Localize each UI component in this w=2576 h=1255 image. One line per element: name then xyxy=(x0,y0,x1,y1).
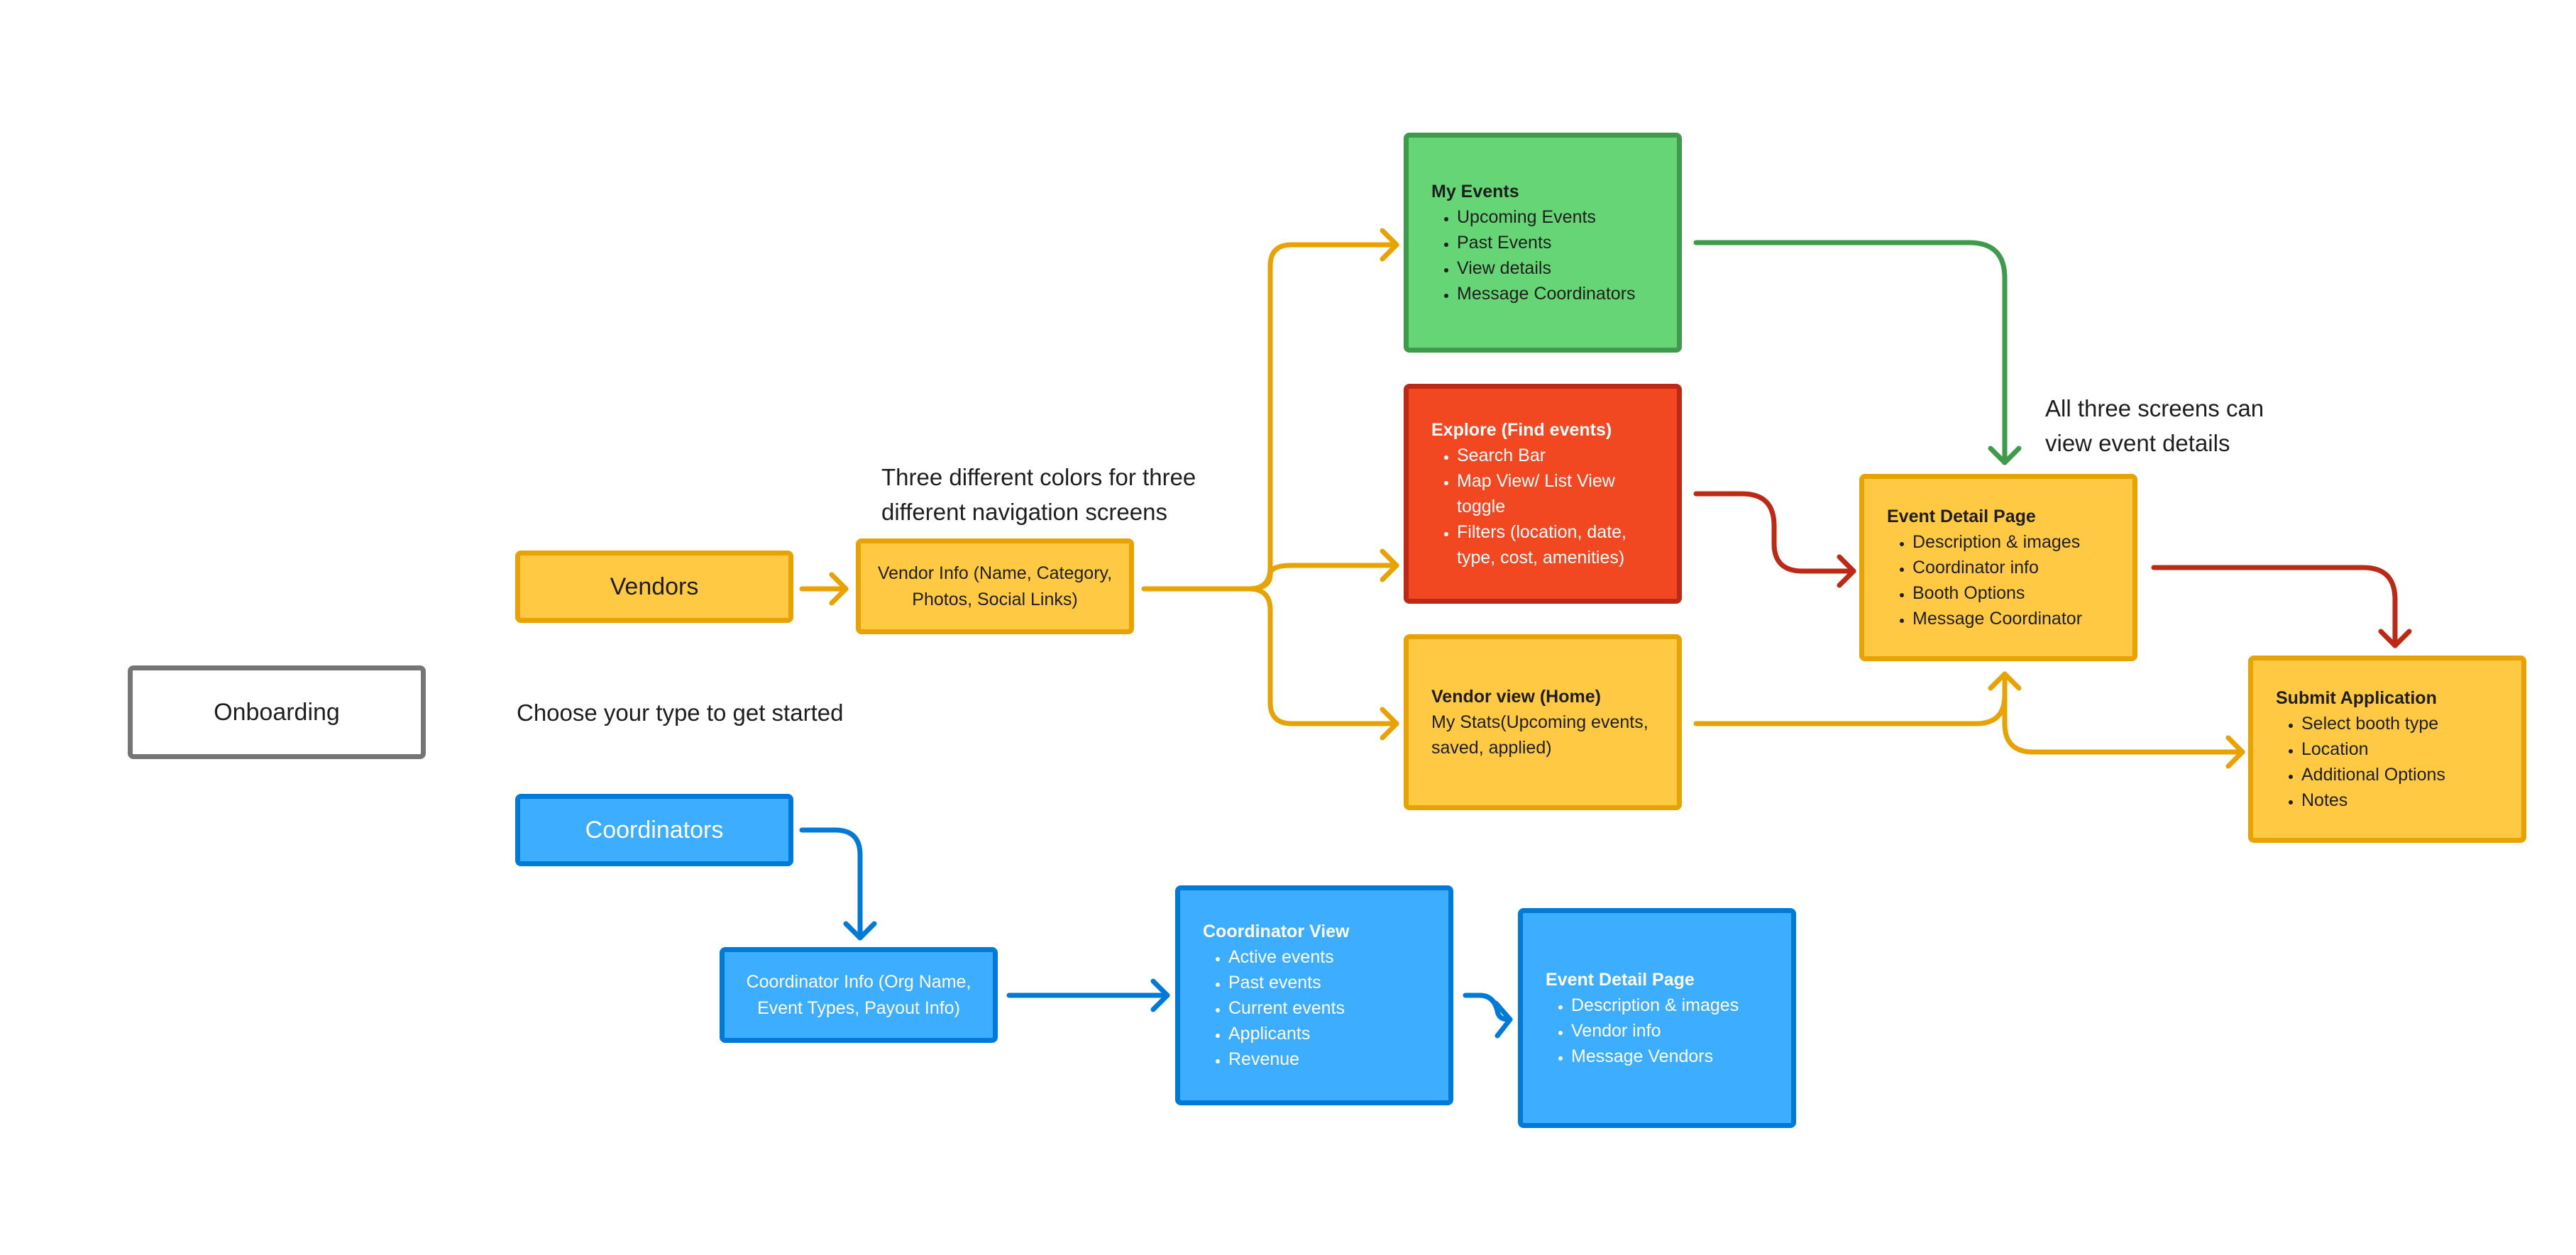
connector-vendor-info-to-my-events xyxy=(1141,242,1399,592)
list-item: Past Events xyxy=(1457,230,1654,255)
list-item: Coordinator info xyxy=(1912,555,2110,580)
vendor-view-title: Vendor view (Home) xyxy=(1431,687,1601,707)
onboarding-label: Onboarding xyxy=(214,698,340,726)
connector-my-events-to-event-detail xyxy=(1693,240,2008,465)
coordinator-info-line1: Coordinator Info (Org Name, xyxy=(746,971,971,992)
arrowhead xyxy=(1380,707,1399,741)
list-item: Message Coordinator xyxy=(1912,606,2110,631)
all-three-note-line1: All three screens can xyxy=(2045,395,2264,421)
three-colors-note: Three different colors for three differe… xyxy=(881,460,1196,529)
list-item: Active events xyxy=(1228,944,1426,970)
arrowhead xyxy=(1837,554,1856,588)
submit-application-title: Submit Application xyxy=(2276,688,2437,708)
vendors-node[interactable]: Vendors xyxy=(515,551,793,623)
vendor-view-node[interactable]: Vendor view (Home) My Stats(Upcoming eve… xyxy=(1404,634,1682,810)
coordinator-info-text: Coordinator Info (Org Name, Event Types,… xyxy=(747,969,971,1022)
list-item: Message Coordinators xyxy=(1457,281,1654,306)
submit-application-node[interactable]: Submit Application Select booth type Loc… xyxy=(2248,656,2526,843)
my-events-title: My Events xyxy=(1431,182,1519,201)
connector-coordinators-to-coordinator-info xyxy=(799,827,863,941)
arrowhead xyxy=(1493,1000,1513,1039)
arrowhead xyxy=(843,921,877,941)
submit-application-list: Select booth type Location Additional Op… xyxy=(2276,711,2499,813)
list-item: Map View/ List View toggle xyxy=(1457,468,1654,519)
list-item: Filters (location, date, type, cost, ame… xyxy=(1457,519,1654,570)
event-detail-coordinator-node[interactable]: Event Detail Page Description & images V… xyxy=(1518,908,1796,1128)
coordinator-view-list: Active events Past events Current events… xyxy=(1203,944,1426,1072)
event-detail-vendor-title: Event Detail Page xyxy=(1887,507,2036,526)
list-item: Past events xyxy=(1228,970,1426,995)
list-item: Description & images xyxy=(1571,993,1768,1018)
onboarding-node[interactable]: Onboarding xyxy=(128,665,426,759)
list-item: Search Bar xyxy=(1457,443,1654,468)
explore-list: Search Bar Map View/ List View toggle Fi… xyxy=(1431,443,1654,570)
list-item: Vendor info xyxy=(1571,1018,1768,1044)
arrowhead xyxy=(1380,228,1399,262)
list-item: Select booth type xyxy=(2301,711,2499,736)
arrowhead xyxy=(1988,446,2022,465)
event-detail-coordinator-title: Event Detail Page xyxy=(1546,970,1695,990)
explore-title: Explore (Find events) xyxy=(1431,420,1612,440)
vendor-info-line2: Photos, Social Links) xyxy=(912,589,1078,609)
vendor-view-text: My Stats(Upcoming events, saved, applied… xyxy=(1431,712,1648,758)
arrowhead xyxy=(829,572,849,606)
list-item: Applicants xyxy=(1228,1021,1426,1046)
all-three-note: All three screens can view event details xyxy=(2045,391,2264,460)
arrowhead xyxy=(1380,548,1399,582)
list-item: Current events xyxy=(1228,995,1426,1021)
connector-vendor-info-to-vendor-view xyxy=(1246,586,1399,726)
arrowhead xyxy=(1988,671,2022,691)
list-item: Description & images xyxy=(1912,529,2110,555)
connector-vendor-view-to-event-detail xyxy=(1693,671,2008,726)
coordinator-view-title: Coordinator View xyxy=(1203,922,1350,941)
explore-node[interactable]: Explore (Find events) Search Bar Map Vie… xyxy=(1404,384,1682,604)
list-item: Message Vendors xyxy=(1571,1044,1768,1069)
three-colors-note-line2: different navigation screens xyxy=(881,499,1167,525)
connector-event-detail-to-submit-red xyxy=(2151,565,2398,648)
list-item: Additional Options xyxy=(2301,762,2499,787)
connector-vendor-info-to-explore xyxy=(1246,563,1399,592)
list-item: Notes xyxy=(2301,787,2499,813)
coordinator-info-line2: Event Types, Payout Info) xyxy=(757,997,960,1018)
event-detail-coordinator-list: Description & images Vendor info Message… xyxy=(1546,993,1768,1069)
vendor-info-text: Vendor Info (Name, Category, Photos, Soc… xyxy=(878,560,1112,613)
my-events-list: Upcoming Events Past Events View details… xyxy=(1431,204,1654,306)
list-item: Revenue xyxy=(1228,1046,1426,1072)
coordinator-view-node[interactable]: Coordinator View Active events Past even… xyxy=(1175,885,1453,1105)
list-item: View details xyxy=(1457,255,1654,281)
all-three-note-line2: view event details xyxy=(2045,430,2230,456)
arrowhead xyxy=(2378,629,2412,648)
arrowhead xyxy=(1150,978,1170,1012)
choose-type-note: Choose your type to get started xyxy=(517,700,844,726)
vendors-label: Vendors xyxy=(610,573,699,600)
coordinator-info-node[interactable]: Coordinator Info (Org Name, Event Types,… xyxy=(720,947,998,1043)
vendor-info-node[interactable]: Vendor Info (Name, Category, Photos, Soc… xyxy=(856,538,1134,634)
my-events-node[interactable]: My Events Upcoming Events Past Events Vi… xyxy=(1404,133,1682,353)
event-detail-vendor-node[interactable]: Event Detail Page Description & images C… xyxy=(1859,474,2137,661)
three-colors-note-line1: Three different colors for three xyxy=(881,464,1196,490)
list-item: Upcoming Events xyxy=(1457,204,1654,230)
arrowhead xyxy=(2225,735,2245,769)
event-detail-vendor-list: Description & images Coordinator info Bo… xyxy=(1887,529,2110,631)
coordinators-label: Coordinators xyxy=(585,816,724,844)
list-item: Location xyxy=(2301,736,2499,762)
connector-coordinator-view-to-event-detail xyxy=(1463,993,1511,1022)
connector-event-detail-to-submit xyxy=(2002,692,2245,755)
list-item: Booth Options xyxy=(1912,580,2110,606)
connector-explore-to-event-detail xyxy=(1693,491,1856,574)
vendor-info-line1: Vendor Info (Name, Category, xyxy=(877,563,1113,583)
coordinators-node[interactable]: Coordinators xyxy=(515,794,793,866)
